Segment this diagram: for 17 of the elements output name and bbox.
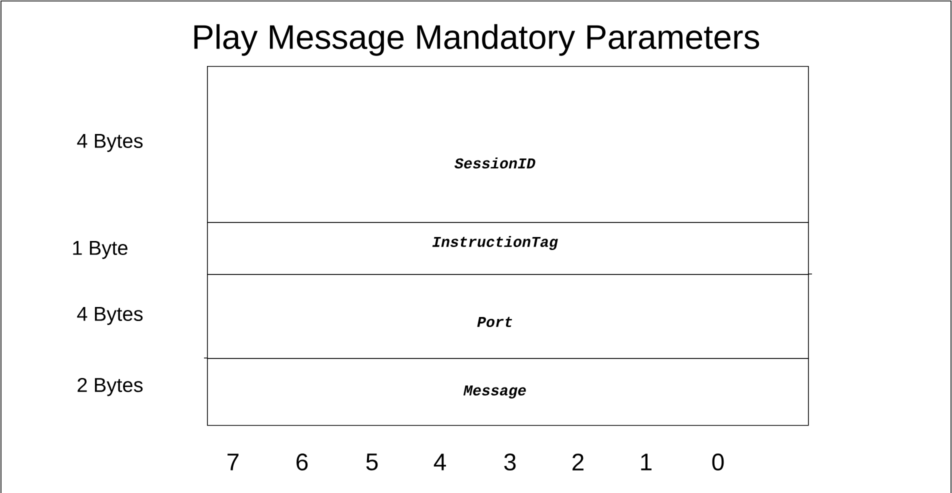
- size-label: 2 Bytes: [78, 378, 143, 396]
- size-label: 4 Bytes: [77, 307, 143, 325]
- bit-number: 1: [641, 454, 652, 470]
- bit-number: 3: [504, 454, 516, 470]
- bit-number: 6: [296, 454, 308, 470]
- field-row: InstructionTag: [207, 222, 809, 275]
- field-row: Message: [207, 358, 809, 426]
- bit-number: 7: [228, 454, 238, 470]
- bit-number: 0: [712, 454, 724, 470]
- bit-number: 5: [366, 454, 378, 470]
- field-row: SessionID: [207, 66, 809, 223]
- bit-number: 2: [572, 454, 584, 470]
- size-label: 4 Bytes: [77, 134, 143, 152]
- bit-number: 4: [434, 454, 446, 470]
- size-label: 1 Byte: [73, 241, 128, 259]
- title: Play Message Mandatory Parameters: [194, 24, 760, 56]
- field-row: Port: [207, 274, 809, 359]
